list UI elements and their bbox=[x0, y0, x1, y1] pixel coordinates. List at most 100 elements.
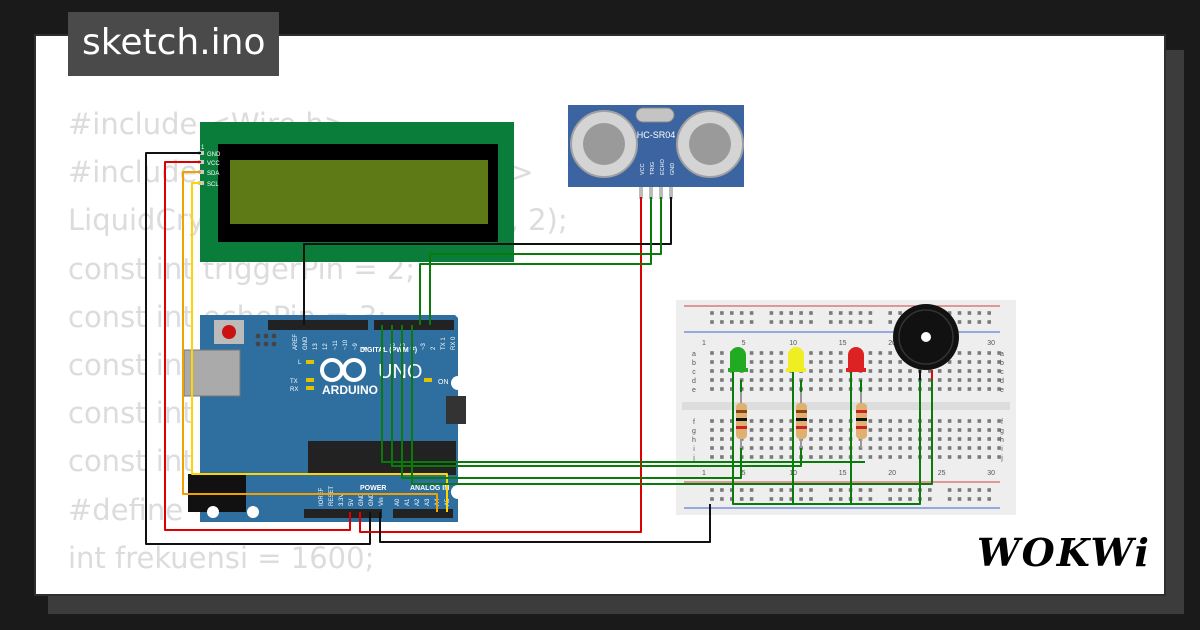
breadboard-hole[interactable] bbox=[937, 455, 942, 459]
breadboard-hole[interactable] bbox=[868, 360, 873, 364]
breadboard-hole[interactable] bbox=[908, 446, 912, 450]
piezo-buzzer[interactable] bbox=[893, 304, 959, 380]
breadboard-hole[interactable] bbox=[947, 428, 952, 432]
breadboard-hole[interactable] bbox=[779, 455, 784, 459]
breadboard-hole[interactable] bbox=[730, 419, 734, 423]
breadboard-hole[interactable] bbox=[730, 311, 734, 315]
breadboard-hole[interactable] bbox=[898, 488, 902, 492]
breadboard-hole[interactable] bbox=[898, 446, 902, 450]
breadboard-hole[interactable] bbox=[957, 311, 962, 315]
breadboard-hole[interactable] bbox=[967, 311, 972, 315]
breadboard-hole[interactable] bbox=[710, 428, 714, 432]
breadboard-hole[interactable] bbox=[769, 311, 774, 315]
breadboard-hole[interactable] bbox=[779, 419, 784, 423]
breadboard-hole[interactable] bbox=[848, 320, 853, 324]
breadboard-hole[interactable] bbox=[997, 428, 1001, 432]
breadboard-hole[interactable] bbox=[769, 351, 774, 355]
breadboard-hole[interactable] bbox=[947, 419, 952, 423]
breadboard-hole[interactable] bbox=[888, 488, 892, 492]
breadboard-hole[interactable] bbox=[759, 455, 764, 459]
breadboard-hole[interactable] bbox=[759, 446, 764, 450]
breadboard-hole[interactable] bbox=[769, 378, 774, 382]
breadboard-hole[interactable] bbox=[987, 428, 991, 432]
breadboard-hole[interactable] bbox=[997, 446, 1001, 450]
breadboard-hole[interactable] bbox=[809, 360, 813, 364]
breadboard-hole[interactable] bbox=[739, 497, 744, 501]
breadboard-hole[interactable] bbox=[838, 455, 843, 459]
breadboard-hole[interactable] bbox=[819, 437, 823, 441]
breadboard-hole[interactable] bbox=[957, 351, 962, 355]
breadboard-hole[interactable] bbox=[710, 488, 714, 492]
breadboard-hole[interactable] bbox=[730, 446, 734, 450]
breadboard-hole[interactable] bbox=[977, 419, 982, 423]
breadboard-hole[interactable] bbox=[937, 387, 942, 391]
breadboard-hole[interactable] bbox=[838, 387, 843, 391]
breadboard-hole[interactable] bbox=[809, 369, 813, 373]
breadboard-hole[interactable] bbox=[848, 311, 853, 315]
breadboard-hole[interactable] bbox=[789, 320, 793, 324]
breadboard-hole[interactable] bbox=[987, 360, 991, 364]
breadboard-hole[interactable] bbox=[819, 360, 823, 364]
breadboard-hole[interactable] bbox=[779, 446, 784, 450]
breadboard-hole[interactable] bbox=[957, 455, 962, 459]
breadboard-hole[interactable] bbox=[947, 311, 952, 315]
breadboard-hole[interactable] bbox=[888, 360, 892, 364]
breadboard-hole[interactable] bbox=[769, 488, 774, 492]
breadboard-hole[interactable] bbox=[838, 378, 843, 382]
breadboard-hole[interactable] bbox=[829, 320, 833, 324]
breadboard-hole[interactable] bbox=[838, 419, 843, 423]
breadboard-hole[interactable] bbox=[809, 320, 813, 324]
breadboard-hole[interactable] bbox=[720, 437, 724, 441]
breadboard-hole[interactable] bbox=[749, 488, 754, 492]
breadboard-hole[interactable] bbox=[997, 378, 1001, 382]
breadboard-hole[interactable] bbox=[908, 387, 912, 391]
breadboard-hole[interactable] bbox=[987, 378, 991, 382]
breadboard-hole[interactable] bbox=[928, 369, 932, 373]
breadboard-hole[interactable] bbox=[888, 320, 892, 324]
breadboard-hole[interactable] bbox=[977, 437, 982, 441]
breadboard-hole[interactable] bbox=[809, 437, 813, 441]
breadboard-hole[interactable] bbox=[987, 497, 991, 501]
breadboard-hole[interactable] bbox=[858, 320, 863, 324]
breadboard-hole[interactable] bbox=[967, 446, 972, 450]
breadboard-hole[interactable] bbox=[937, 437, 942, 441]
breadboard-hole[interactable] bbox=[838, 428, 843, 432]
breadboard-hole[interactable] bbox=[819, 387, 823, 391]
breadboard-hole[interactable] bbox=[829, 446, 833, 450]
breadboard-hole[interactable] bbox=[868, 488, 873, 492]
breadboard-hole[interactable] bbox=[937, 369, 942, 373]
breadboard-hole[interactable] bbox=[947, 497, 952, 501]
breadboard-hole[interactable] bbox=[868, 419, 873, 423]
breadboard-hole[interactable] bbox=[947, 387, 952, 391]
breadboard-hole[interactable] bbox=[710, 387, 714, 391]
breadboard-hole[interactable] bbox=[789, 488, 793, 492]
breadboard-hole[interactable] bbox=[987, 351, 991, 355]
breadboard-hole[interactable] bbox=[987, 437, 991, 441]
breadboard-hole[interactable] bbox=[779, 320, 784, 324]
breadboard-hole[interactable] bbox=[977, 455, 982, 459]
breadboard-hole[interactable] bbox=[957, 488, 962, 492]
breadboard-hole[interactable] bbox=[987, 488, 991, 492]
breadboard-hole[interactable] bbox=[898, 387, 902, 391]
breadboard-hole[interactable] bbox=[749, 437, 754, 441]
breadboard-hole[interactable] bbox=[720, 351, 724, 355]
breadboard-hole[interactable] bbox=[749, 497, 754, 501]
breadboard-hole[interactable] bbox=[888, 311, 892, 315]
breadboard-hole[interactable] bbox=[937, 419, 942, 423]
breadboard-hole[interactable] bbox=[710, 446, 714, 450]
breadboard-hole[interactable] bbox=[987, 455, 991, 459]
breadboard-hole[interactable] bbox=[730, 455, 734, 459]
breadboard-hole[interactable] bbox=[997, 419, 1001, 423]
breadboard-hole[interactable] bbox=[829, 387, 833, 391]
breadboard-hole[interactable] bbox=[957, 360, 962, 364]
breadboard-hole[interactable] bbox=[977, 360, 982, 364]
lcd-display[interactable]: 1 GND VCC SDA SCL bbox=[198, 122, 514, 262]
breadboard-hole[interactable] bbox=[967, 497, 972, 501]
breadboard-hole[interactable] bbox=[769, 428, 774, 432]
breadboard-hole[interactable] bbox=[809, 455, 813, 459]
breadboard-hole[interactable] bbox=[759, 369, 764, 373]
breadboard-hole[interactable] bbox=[967, 360, 972, 364]
breadboard-hole[interactable] bbox=[710, 455, 714, 459]
breadboard-hole[interactable] bbox=[908, 378, 912, 382]
breadboard-hole[interactable] bbox=[739, 311, 744, 315]
